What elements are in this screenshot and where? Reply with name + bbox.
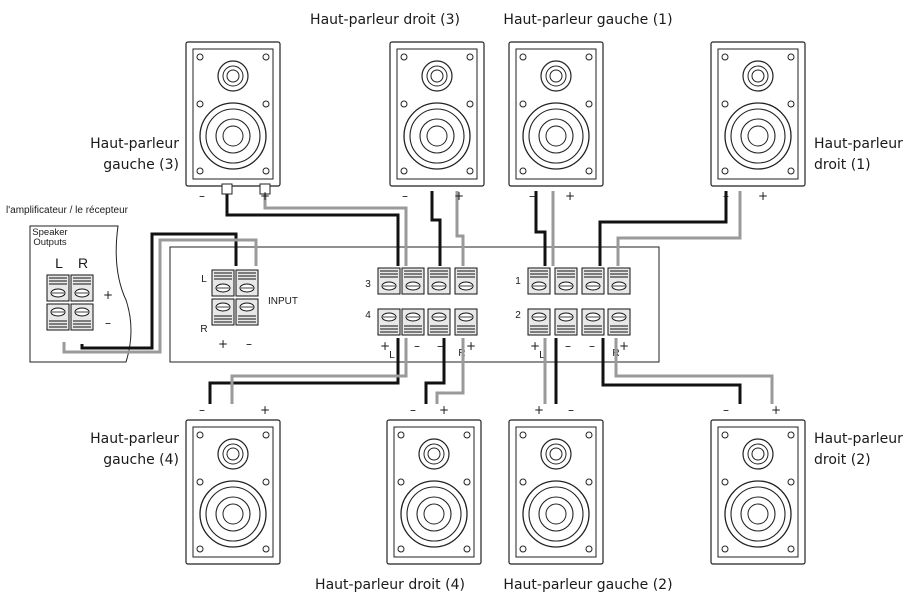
wire-left4-black	[208, 338, 400, 404]
z34-left-plus: +	[380, 339, 390, 353]
amp-plus: +	[103, 288, 113, 302]
left1-plus: +	[565, 189, 575, 203]
input-r-label: R	[200, 324, 207, 335]
label-left-4-line2: gauche (4)	[103, 452, 179, 468]
wiring	[62, 191, 774, 404]
label-right-3: Haut-parleur droit (3)	[310, 12, 460, 28]
zone-3-label: 3	[365, 279, 371, 290]
zone-1-label: 1	[515, 276, 521, 287]
amp-left-label: L	[55, 255, 63, 271]
right3-minus: –	[402, 189, 408, 203]
speaker-right-2: – +	[710, 403, 806, 565]
wire-right1-grey	[616, 191, 742, 266]
speaker-outputs-line1: Speaker	[32, 227, 67, 238]
label-left-1: Haut-parleur gauche (1)	[503, 12, 672, 28]
amp-minus: –	[105, 316, 111, 330]
speaker-right-4: – +	[386, 403, 482, 565]
z12-right-minus: –	[589, 339, 595, 353]
input-plus: +	[218, 337, 228, 351]
left2-plus: +	[534, 403, 544, 417]
z34-left-minus: –	[414, 339, 420, 353]
zone-4-label: 4	[365, 310, 371, 321]
input-label: INPUT	[268, 296, 298, 307]
z12-l-mark: L	[539, 350, 545, 361]
right1-minus: –	[723, 189, 729, 203]
label-left-3-line2: gauche (3)	[103, 157, 179, 173]
z34-right-minus: –	[437, 339, 443, 353]
wire-right2-grey	[614, 338, 774, 404]
speaker-right-1: – +	[710, 41, 806, 203]
wire-amp-input-grey	[62, 238, 258, 354]
label-right-4: Haut-parleur droit (4)	[315, 577, 465, 593]
label-left-2: Haut-parleur gauche (2)	[503, 577, 672, 593]
right4-plus: +	[439, 403, 449, 417]
wire-left3-grey	[263, 191, 408, 266]
left3-plus: +	[260, 189, 270, 203]
right1-plus: +	[758, 189, 768, 203]
label-left-4-line1: Haut-parleur	[90, 431, 179, 447]
wire-left4-grey	[230, 338, 408, 404]
input-l-label: L	[201, 274, 207, 285]
label-right-1-line1: Haut-parleur	[814, 136, 903, 152]
right2-plus: +	[771, 403, 781, 417]
wire-right1-black	[598, 191, 728, 266]
amplifier-title: l'amplificateur / le récepteur	[6, 205, 129, 216]
z34-right-plus: +	[466, 339, 476, 353]
left1-minus: –	[529, 189, 535, 203]
speaker-right-3: – +	[389, 41, 485, 203]
wire-left1-black	[534, 191, 547, 266]
speaker-selector-panel: L R INPUT + – 3 4 + L – – R +	[169, 246, 660, 363]
wire-right2-black	[601, 338, 742, 404]
wire-right3-black	[430, 191, 442, 266]
right2-minus: –	[723, 403, 729, 417]
left2-minus: –	[568, 403, 574, 417]
label-right-1-line2: droit (1)	[814, 157, 871, 173]
left4-minus: –	[199, 403, 205, 417]
z34-l-mark: L	[389, 350, 395, 361]
label-right-2-line1: Haut-parleur	[814, 431, 903, 447]
speaker-left-1: – +	[508, 41, 604, 203]
speaker-left-3: – +	[185, 41, 281, 203]
speaker-left-2: + –	[508, 403, 604, 565]
input-minus: –	[246, 337, 252, 351]
z12-left-plus: +	[530, 339, 540, 353]
right4-minus: –	[410, 403, 416, 417]
z12-right-plus: +	[619, 339, 629, 353]
label-right-2-line2: droit (2)	[814, 452, 871, 468]
amp-right-label: R	[78, 255, 88, 271]
speaker-left-4: – +	[185, 403, 281, 565]
zone-2-label: 2	[515, 310, 521, 321]
wire-right4-grey	[435, 338, 465, 404]
amplifier: l'amplificateur / le récepteur Speaker O…	[6, 205, 132, 363]
right3-plus: +	[454, 189, 464, 203]
left4-plus: +	[260, 403, 270, 417]
z12-left-minus: –	[565, 339, 571, 353]
speaker-outputs-line2: Outputs	[33, 237, 67, 248]
wire-right4-black	[424, 338, 446, 404]
wire-right3-grey	[455, 191, 465, 266]
label-left-3-line1: Haut-parleur	[90, 136, 179, 152]
left3-minus: –	[199, 189, 205, 203]
wire-left3-black	[225, 191, 400, 266]
